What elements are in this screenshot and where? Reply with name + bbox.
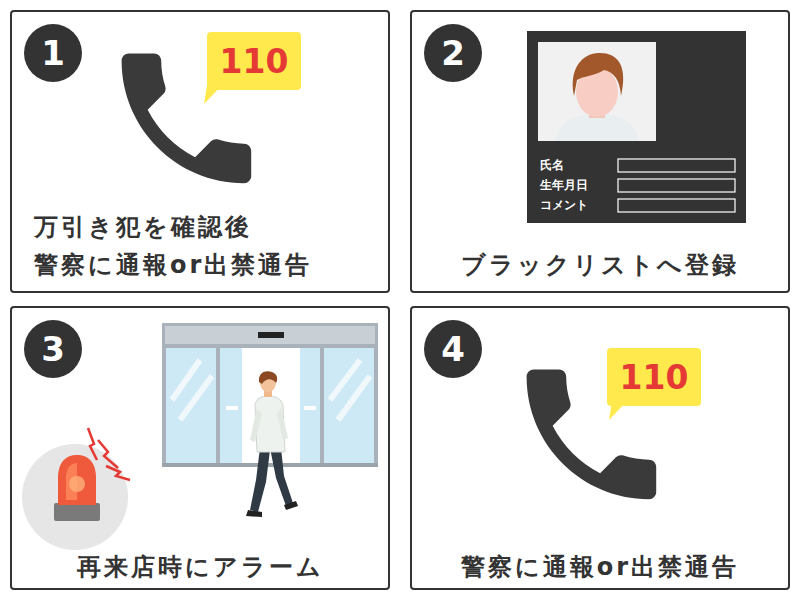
step-caption: 再来店時にアラーム: [16, 548, 384, 586]
phone-number: 110: [220, 45, 289, 78]
alarm-lamp: [22, 428, 130, 550]
step-number-text: 1: [41, 36, 65, 70]
id-card-art: [527, 31, 746, 223]
step-number-text: 4: [441, 332, 465, 366]
step-number: 3: [24, 320, 82, 378]
step-number: 4: [424, 320, 482, 378]
field-label: 生年月日: [540, 178, 588, 192]
field-label: コメント: [540, 198, 588, 212]
field-label: 氏名: [540, 158, 564, 172]
step-panel: 再来店時にアラーム 3: [10, 306, 390, 590]
speech-bubble: 110: [607, 348, 701, 406]
step-panel: 警察に通報or出禁通告 4 110: [410, 306, 790, 590]
speech-bubble: 110: [207, 32, 301, 90]
step-caption: ブラックリストへ登録: [416, 246, 784, 284]
step-number: 2: [424, 24, 482, 82]
id-card: 氏名生年月日コメント: [527, 31, 748, 225]
step-panel: ブラックリストへ登録 2 氏名生年月日コメント: [410, 10, 790, 293]
step-panel: 万引き犯を確認後 警察に通報or出禁通告 1 110: [10, 10, 390, 293]
step-number-text: 2: [441, 36, 465, 70]
automatic-door: [162, 323, 378, 467]
walking-man: [246, 371, 298, 517]
step-number-text: 3: [41, 332, 65, 366]
step-caption: 万引き犯を確認後 警察に通報or出禁通告: [34, 208, 384, 284]
phone-number: 110: [620, 361, 689, 394]
step-caption: 警察に通報or出禁通告: [416, 548, 784, 586]
step-number: 1: [24, 24, 82, 82]
